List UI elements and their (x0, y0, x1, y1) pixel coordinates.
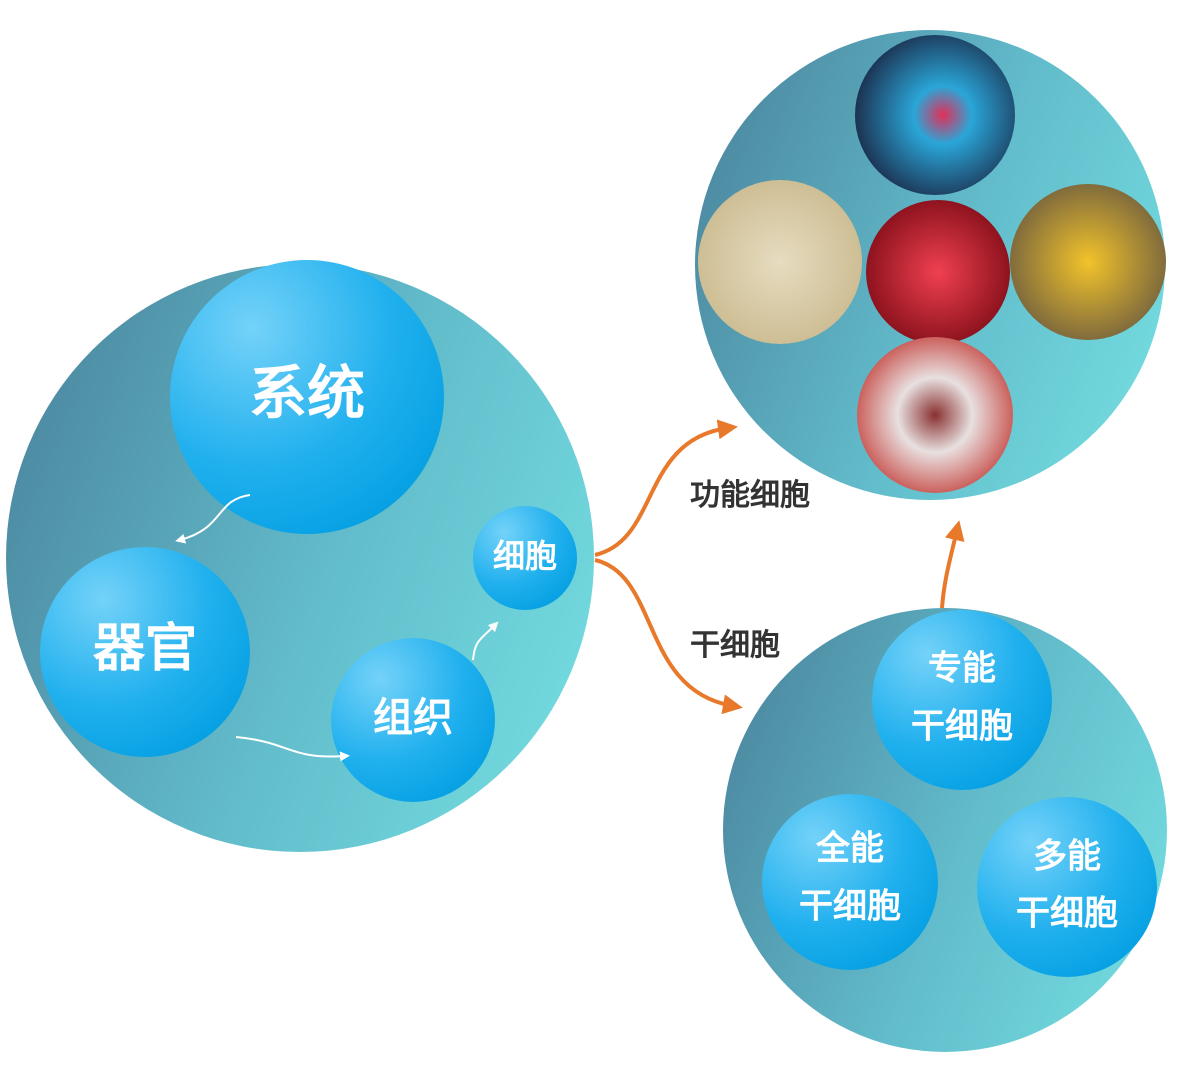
totipotent-line2: 干细胞 (799, 887, 901, 927)
red-blood-cell-image (866, 200, 1010, 344)
differentiation-arrow (940, 520, 965, 609)
totipotent-line1: 全能 (815, 829, 884, 869)
organ-to-tissue-arrow (235, 736, 350, 762)
unipotent-stem-cell-bubble: 专能 干细胞 (872, 610, 1052, 790)
functional-cells-label: 功能细胞 (690, 478, 810, 513)
system-bubble: 系统 (170, 260, 444, 534)
stem-cells-label: 干细胞 (690, 628, 780, 663)
organ-bubble: 器官 (40, 547, 250, 757)
unipotent-line2: 干细胞 (911, 707, 1013, 747)
cell-bubble: 细胞 (473, 506, 577, 610)
neuron-image (855, 35, 1015, 195)
organ-label: 器官 (93, 619, 197, 679)
tissue-bubble: 组织 (331, 638, 495, 802)
epithelial-cell-image (698, 180, 862, 344)
pluripotent-stem-cell-bubble: 多能 干细胞 (977, 797, 1157, 977)
system-to-organ-arrow (175, 494, 251, 544)
cell-label: 细胞 (493, 537, 557, 575)
functional-cells-arrow (594, 419, 738, 557)
tissue-label: 组织 (373, 695, 453, 741)
totipotent-stem-cell-bubble: 全能 干细胞 (762, 794, 938, 970)
tissue-to-cell-arrow (472, 621, 499, 661)
white-blood-cell-image (857, 337, 1013, 493)
stem-cells-arrow (594, 558, 743, 715)
unipotent-line1: 专能 (928, 649, 996, 689)
pluripotent-line1: 多能 (1033, 837, 1101, 877)
system-label: 系统 (249, 359, 365, 427)
pluripotent-line2: 干细胞 (1016, 894, 1118, 934)
fat-cell-image (1010, 184, 1166, 340)
